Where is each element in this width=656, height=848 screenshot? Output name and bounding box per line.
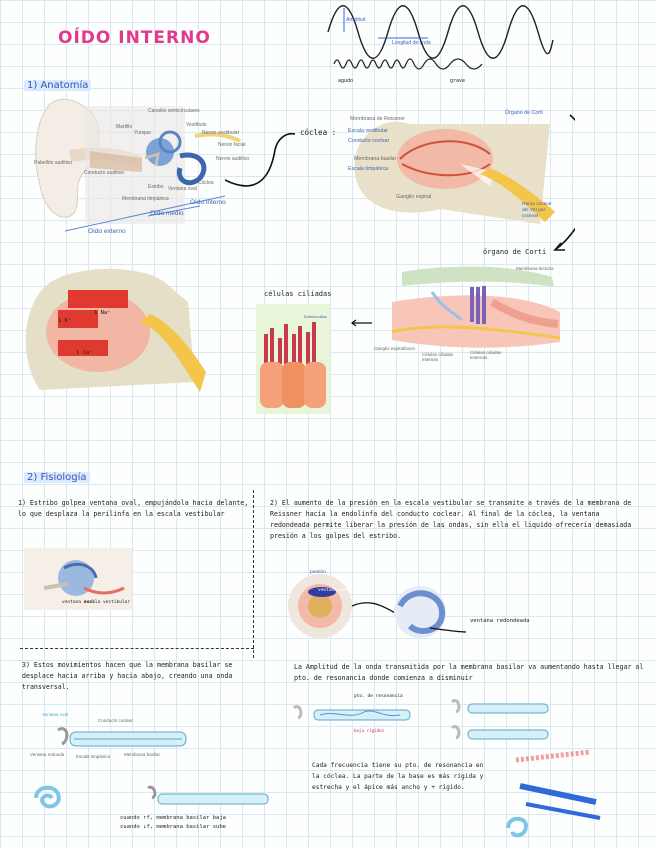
frequency-text: Cada frecuencia tiene su pto. de resonan… (312, 762, 484, 791)
cochlea-cross-section: Membrana de Reissner Escala vestibular C… (340, 104, 560, 236)
hair-cells-heading: células ciliadas (264, 290, 332, 298)
step3-figure: Ventana oval Conducto coclear Ventana re… (28, 706, 218, 770)
middle-ear-label: Oído medio (150, 210, 184, 217)
inner-ear-label: Oído interno (190, 199, 226, 206)
dashed-divider-vertical (253, 490, 254, 658)
amplitude-label: Amplitud (346, 17, 366, 23)
ear-anatomy-figure: Canales semicirculares Martillo Yunque V… (30, 96, 249, 242)
high-pitch-label: agudo (338, 78, 354, 84)
step3-text: 3) Estos movimientos hacen que la membra… (22, 661, 233, 691)
low-pitch-label: grave (450, 78, 466, 84)
wavelength-label: Longitud de onda (392, 40, 431, 46)
step3-formula: cuando ↑f, membrana basilar baja cuando … (120, 815, 226, 830)
resonance-figure-1: pto. de resonancia baja rigidez (290, 694, 416, 742)
section-anatomia-heading: 1) Anatomía (24, 80, 92, 91)
organ-of-corti-label: Órgano de Corti (505, 110, 543, 116)
page-title: OÍDO INTERNO (58, 28, 211, 48)
cochlea-heading: cóclea : (300, 128, 337, 137)
dashed-divider-horizontal (20, 648, 254, 649)
step1-text: 1) Estribo golpea ventana oval, empujánd… (18, 499, 249, 518)
ion-section-figure: 1 Na⁺ 1 K⁺ 1 Ca⁺ (20, 262, 206, 400)
cochlea-frequency-figure (506, 749, 601, 838)
step1-figure: ventana oval escala vestibular (24, 548, 132, 610)
cochlea-icon (34, 785, 61, 809)
step2-text: 2) El aumento de la presión en la escala… (270, 499, 632, 540)
step2-figure: presión ventana oval (280, 566, 470, 650)
organ-of-corti-figure: Membrana tectoria Ganglio espiral/axon C… (372, 262, 562, 370)
resonance-figure-2 (450, 699, 549, 740)
connector-arrows (225, 114, 575, 251)
left-arrow-icon (351, 319, 372, 327)
section-fisiologia-heading: 2) Fisiología (24, 472, 90, 483)
wave-diagram (327, 5, 554, 70)
outer-ear-label: Oído externo (88, 228, 126, 235)
basilar-membrane-strip (147, 785, 269, 805)
hair-cells-figure: Estereocilios (256, 304, 330, 414)
corti-heading: órgano de Corti (483, 248, 547, 256)
round-window-label: ventana redondeada (470, 618, 530, 624)
amplitude-text: La Amplitud de la onda transmitida por l… (294, 663, 644, 682)
